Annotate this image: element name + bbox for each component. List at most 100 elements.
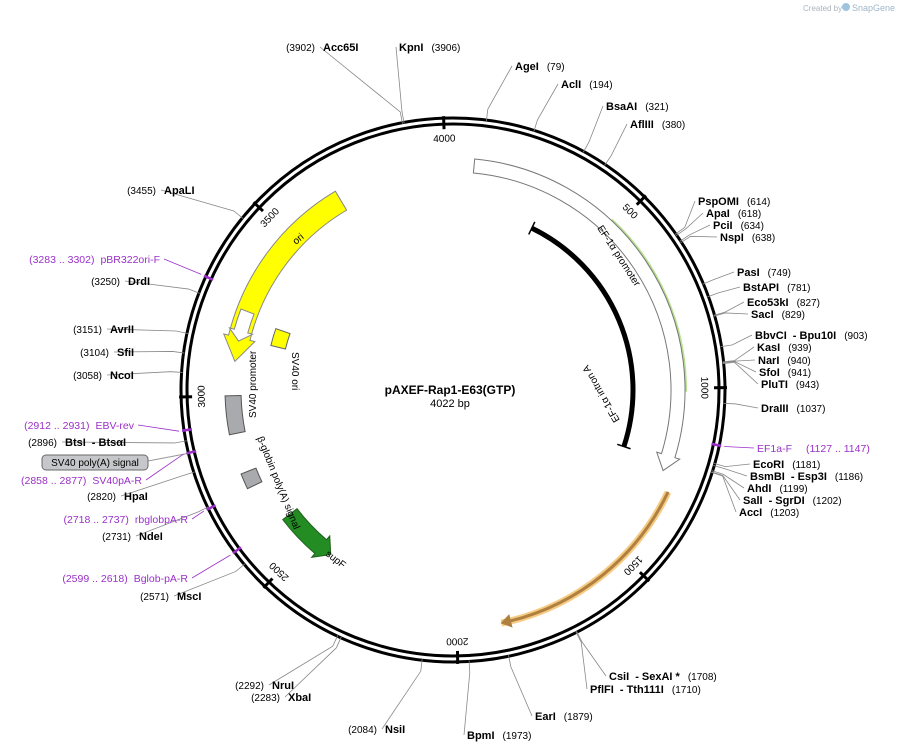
enzyme-avrii[interactable]: AvrII(3151) [73,324,134,336]
enzyme-leader [674,200,696,235]
svg-text:PspOMI(614): PspOMI(614) [698,196,770,208]
enzyme-position: (827) [797,298,820,309]
enzyme-sfoi[interactable]: SfoI(941) [759,367,811,379]
enzyme-leader [160,189,244,219]
sv40-promoter-arrow[interactable] [228,308,255,342]
primer-site-mark [186,449,197,455]
enzyme-apai[interactable]: ApaI(618) [706,208,761,220]
enzyme-acci[interactable]: AccI(1203) [739,507,799,519]
enzyme-bbvci[interactable]: BbvCI- Bpu10I(903) [755,330,868,342]
enzyme-position: (1202) [813,496,842,507]
enzyme-xbai[interactable]: XbaI(2283) [251,692,311,704]
enzyme-csii[interactable]: CsiI- SexAI *(1708) [609,671,717,683]
enzyme-position: (2283) [251,693,280,704]
enzyme-pasi[interactable]: PasI(749) [737,267,791,279]
enzyme-acc65i[interactable]: Acc65I(3902) [286,42,358,54]
enzyme-bstapi[interactable]: BstAPI(781) [743,282,810,294]
tick-500 [635,194,647,206]
enzyme-position: (3104) [80,348,109,359]
svg-text:AhdI(1199): AhdI(1199) [747,483,808,495]
enzyme-nari[interactable]: NarI(940) [758,355,811,367]
enzyme-pspomi[interactable]: PspOMI(614) [698,196,770,208]
enzyme-eari[interactable]: EarI(1879) [535,711,593,723]
enzyme-leader [722,346,755,363]
svg-text:DraIII(1037): DraIII(1037) [761,403,825,415]
enzyme-kpni[interactable]: KpnI(3906) [399,42,460,54]
enzyme-name: CsiI [609,671,629,683]
enzyme-hpai[interactable]: HpaI(2820) [87,491,148,503]
ef1a-intron-arc[interactable] [530,225,636,448]
beta-globin-polya-label: β-globin poly(A) signal [254,435,301,531]
orf-arrow[interactable] [500,491,670,628]
enzyme-name: BtsI [65,437,86,449]
enzyme-afliii[interactable]: AflIII(380) [630,119,685,131]
enzyme-leader [711,471,741,501]
svg-text:KasI(939): KasI(939) [757,342,812,354]
intron-end-bar-0 [528,221,536,235]
enzyme-sali[interactable]: SalI- SgrDI(1202) [743,495,842,507]
primer-pbr322ori-f[interactable]: pBR322ori-F(3283 .. 3302) [29,254,214,281]
primer-sv40pa-r[interactable]: SV40pA-R(2858 .. 2877) [21,449,197,487]
svg-text:NarI(940): NarI(940) [758,355,811,367]
sv40-polya-box[interactable] [224,394,246,436]
enzyme-drdi[interactable]: DrdI(3250) [91,276,150,288]
enzyme-bsmbi[interactable]: BsmBI- Esp3I(1186) [750,471,863,483]
enzyme-nspi[interactable]: NspI(638) [720,232,775,244]
primer-leader [163,258,202,275]
primer-ebv-rev[interactable]: EBV-rev(2912 .. 2931) [24,420,193,432]
svg-text:AccI(1203): AccI(1203) [739,507,799,519]
enzyme-leader [711,470,745,489]
enzyme-pflfi[interactable]: PflFI- Tth111I(1710) [590,684,701,696]
svg-text:NspI(638): NspI(638) [720,232,775,244]
enzyme-name: SalI [743,495,763,507]
supf-label: supF [323,549,347,571]
enzyme-name: AhdI [747,483,771,495]
primer-site-mark [203,274,214,281]
primer-bglob-pa-r[interactable]: Bglob-pA-R(2599 .. 2618) [62,546,242,585]
primer-rbglobpa-r[interactable]: rbglobpA-R(2718 .. 2737) [63,504,217,526]
enzyme-ecori[interactable]: EcoRI(1181) [753,459,820,471]
sv40-ori-box[interactable] [270,327,291,350]
enzyme-nsii[interactable]: NsiI(2084) [348,724,405,736]
enzyme-ahdi[interactable]: AhdI(1199) [747,483,808,495]
svg-text:CsiI- SexAI *(1708): CsiI- SexAI *(1708) [609,671,717,683]
svg-text:SacI(829): SacI(829) [751,309,805,321]
enzyme-pluti[interactable]: PluTI(943) [761,379,819,391]
enzyme-kasi[interactable]: KasI(939) [757,342,812,354]
enzyme-leader [61,440,187,444]
enzyme-leader [485,65,513,122]
sv40-polya-callout-label: SV40 poly(A) signal [51,458,139,469]
enzyme-eco53ki[interactable]: Eco53kI(827) [747,297,820,309]
svg-text:AflIII(380): AflIII(380) [630,119,685,131]
enzyme-btsi[interactable]: BtsI- BtsαI(2896) [28,437,126,449]
beta-globin-polya-box[interactable] [240,467,263,490]
enzyme-ndei[interactable]: NdeI(2731) [102,531,163,543]
ori-arrow[interactable] [222,190,348,363]
enzyme-apali[interactable]: ApaLI(3455) [127,185,194,197]
enzyme-acli[interactable]: AclI(194) [561,79,613,91]
svg-text:SfiI: SfiI [117,347,134,359]
svg-text:PasI(749): PasI(749) [737,267,791,279]
enzyme-pcii[interactable]: PciI(634) [713,220,764,232]
enzyme-name: NspI [720,232,744,244]
enzyme-bsaai[interactable]: BsaAI(321) [606,101,669,113]
enzyme-name: NarI [758,355,779,367]
enzyme-msci[interactable]: MscI(2571) [140,591,201,603]
enzyme-draiii[interactable]: DraIII(1037) [761,403,825,415]
enzyme-sfii[interactable]: SfiI (3104) [80,347,134,359]
supf-arrow[interactable] [282,508,332,558]
enzyme-extra: - Bpu10I [793,330,836,342]
enzyme-leader [713,301,745,316]
svg-text:Acc65I: Acc65I [323,42,358,54]
enzyme-leader [268,635,339,686]
enzyme-saci[interactable]: SacI(829) [751,309,805,321]
enzyme-bpmi[interactable]: BpmI(1973) [467,730,531,742]
primer-ef1a-f[interactable]: EF1a-F(1127 .. 1147) [711,442,870,455]
enzyme-position: (1203) [770,508,799,519]
ef1a-promoter-arrow[interactable] [472,158,686,472]
primer-site-mark [206,504,217,511]
enzyme-agei[interactable]: AgeI(79) [515,61,565,73]
enzyme-position: (1973) [503,731,532,742]
enzyme-nrui[interactable]: NruI(2292) [235,680,294,692]
enzyme-ncoi[interactable]: NcoI(3058) [73,370,134,382]
